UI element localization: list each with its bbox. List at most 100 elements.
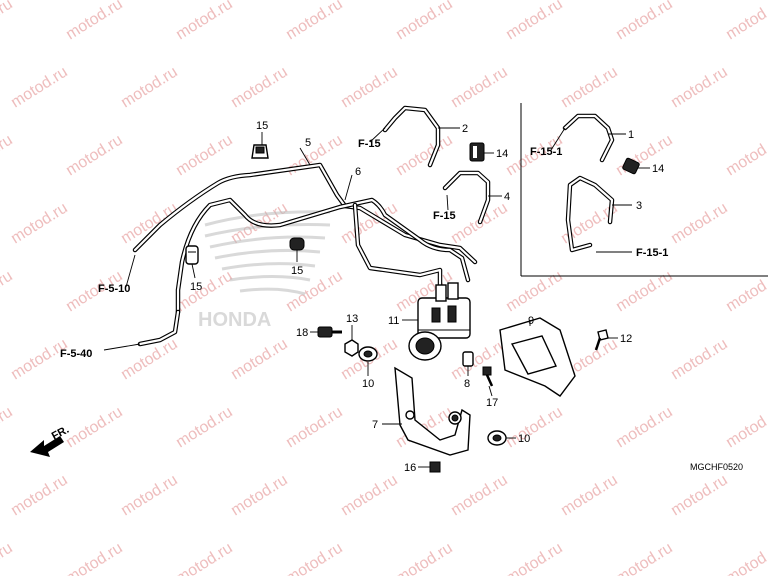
brake-pipe-2 [382,105,441,168]
callout-7: 7 [372,419,378,431]
ref-f540: F-5-40 [60,348,92,360]
watermark-text: motod.ru [448,472,511,520]
callout-14-main: 14 [496,148,508,160]
callout-4: 4 [504,191,510,203]
watermark-text: motod.ru [558,472,621,520]
watermark-text: motod.ru [503,404,566,452]
callout-10-right: 10 [518,433,530,445]
rubber-mount-10b [487,430,507,446]
ref-f15-lower: F-15 [433,210,456,222]
watermark-text: motod.ru [63,132,126,180]
watermark-text: motod.ru [338,472,401,520]
watermark-text: motod.ru [173,0,236,43]
watermark-text: motod.ru [283,540,346,576]
bolt-17 [482,366,494,387]
watermark-text: motod.ru [0,132,16,180]
watermark-text: motod.ru [613,404,676,452]
watermark-text: motod.ru [503,0,566,43]
watermark-text: motod.ru [558,64,621,112]
callout-15-top: 15 [256,120,268,132]
ref-f151-lower: F-15-1 [636,247,668,259]
callout-16: 16 [404,462,416,474]
brake-pipe-6-lower [137,202,443,347]
watermark-text: motod.ru [173,540,236,576]
rubber-mount-10a [358,346,378,362]
watermark-text: motod.ru [8,200,71,248]
pipe-clamp-top [251,144,269,159]
watermark-text: motod.ru [118,472,181,520]
watermark-text: motod.ru [503,268,566,316]
ref-f15-upper: F-15 [358,138,381,150]
watermark-text: motod.ru [668,64,731,112]
inset-frame [520,103,768,277]
watermark-text: motod.ru [0,268,16,316]
callout-15-center: 15 [291,265,303,277]
watermark-text: motod.ru [448,64,511,112]
reference-labels: F-15 F-15 F-15-1 F-15-1 F-5-10 F-5-40 [60,138,668,360]
callout-3: 3 [636,200,642,212]
brake-pipe-3 [565,175,615,253]
callout-17: 17 [486,397,498,409]
leader-lines [103,127,650,468]
watermark-text: motod.ru [613,132,676,180]
watermark-text: motod.ru [0,404,16,452]
watermark-text: motod.ru [613,0,676,43]
diagram-code: MGCHF0520 [690,462,743,472]
watermark-text: motod.ru [613,540,676,576]
watermark-text: motod.ru [393,0,456,43]
watermark-text: motod.ru [723,268,768,316]
watermark-text: motod.ru [723,0,768,43]
watermark-text: motod.ru [723,404,768,452]
callout-15-left: 15 [190,281,202,293]
nut-13 [344,339,359,357]
callout-11: 11 [388,315,399,327]
abs-bracket [394,366,471,456]
watermark-text: motod.ru [613,268,676,316]
brake-pipe-4 [442,170,491,225]
watermark-text: motod.ru [503,540,566,576]
callout-10-left: 10 [362,378,374,390]
watermark-text: motod.ru [228,472,291,520]
brake-pipe-6 [175,197,471,315]
callout-2: 2 [462,123,468,135]
callout-9: 9 [528,315,534,327]
ref-f510: F-5-10 [98,283,130,295]
watermark-text: motod.ru [8,472,71,520]
watermark-text: motod.ru [338,64,401,112]
watermark-text: motod.ru [393,540,456,576]
watermark-text: motod.ru [393,132,456,180]
watermark-text: motod.ru [723,132,768,180]
watermark-text: motod.ru [173,404,236,452]
abs-modulator [408,282,471,361]
watermark-text: motod.ru [228,336,291,384]
watermark-text: motod.ru [723,540,768,576]
grommet-14-main [469,142,485,162]
callout-numbers: 2 14 4 5 6 15 15 15 1 14 3 11 9 12 13 18… [190,120,664,474]
callout-1: 1 [628,129,634,141]
callout-12: 12 [620,333,632,345]
watermark-text: motod.ru [118,200,181,248]
pipe-clamp-left [185,245,199,265]
pipe-clamp-center [289,237,305,251]
watermark-text: motod.ru [668,336,731,384]
callout-8: 8 [464,378,470,390]
watermark-text: motod.ru [63,540,126,576]
watermark-text: motod.ru [283,132,346,180]
watermark-text: motod.ru [118,64,181,112]
watermark-text: motod.ru [0,0,16,43]
watermark-text: motod.ru [63,0,126,43]
watermark-text: motod.ru [63,404,126,452]
watermark-text: motod.ru [283,404,346,452]
collar-8 [462,351,474,367]
grommet-14-inset [622,157,640,175]
watermark-text: motod.ru [668,200,731,248]
watermark-text: motod.ru [8,64,71,112]
callout-13: 13 [346,313,358,325]
bolt-18 [317,326,342,338]
bolt-16 [429,461,441,473]
abs-cover [499,317,576,397]
ref-f151-upper: F-15-1 [530,146,562,158]
watermark-text: motod.ru [173,132,236,180]
brake-pipe-1 [562,113,615,163]
